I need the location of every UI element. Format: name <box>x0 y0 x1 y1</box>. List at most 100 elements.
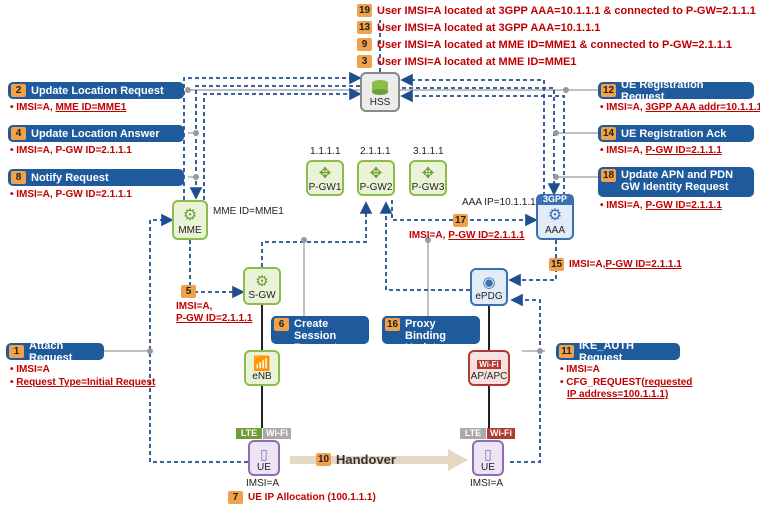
step-number: 14 <box>601 127 616 140</box>
pgw3-node: ✥ P-GW3 <box>409 160 447 196</box>
step-8-notify-request: 8 Notify Request <box>8 169 184 186</box>
step-number: 13 <box>357 21 372 34</box>
step-label: UE Registration Request <box>621 78 704 103</box>
step-11-ike-auth-request: 11 IKE_AUTH Request <box>556 340 680 364</box>
step-number: 15 <box>549 258 564 271</box>
sgw-node: ⚙ S-GW <box>243 267 281 305</box>
step-number: 8 <box>11 171 26 184</box>
ue-right-label: UE <box>481 462 495 473</box>
step-6-create-session-request: 6 Create Session Request <box>271 316 369 354</box>
ue-left-label: UE <box>257 462 271 473</box>
top-message-13: 13 User IMSI=A located at 3GPP AAA=10.1.… <box>357 21 600 34</box>
step-number: 10 <box>316 453 331 466</box>
step-18-update-apn-request: 18 Update APN and PDN GW Identity Reques… <box>598 167 754 197</box>
step-12-detail: • IMSI=A, 3GPP AAA addr=10.1.1.1 <box>600 102 760 113</box>
wifi-tag-right: Wi-Fi <box>487 428 515 439</box>
message-text: User IMSI=A located at 3GPP AAA=10.1.1.1 <box>377 21 601 34</box>
ue-left-node: ▯ UE <box>248 440 280 476</box>
step-number: 11 <box>559 345 574 358</box>
lte-tag-right: LTE <box>460 428 486 439</box>
hss-node: HSS <box>360 72 400 112</box>
mme-label: MME <box>178 225 202 236</box>
step-5-line2: P-GW ID=2.1.1.1 <box>176 313 253 324</box>
step-1-attach-request: 1 Attach Request <box>6 340 104 364</box>
top-message-9: 9 User IMSI=A located at MME ID=MME1 & c… <box>357 38 732 51</box>
step-label: Create Session Request <box>294 318 338 354</box>
step-number: 16 <box>385 318 400 331</box>
ap-node: Wi-Fi AP/APC <box>468 350 510 386</box>
phone-icon: ▯ <box>260 446 268 462</box>
step-12-ue-registration-request: 12 UE Registration Request <box>598 79 754 103</box>
aaa-label: AAA <box>544 225 565 236</box>
epdg-node: ◉ ePDG <box>470 268 508 306</box>
pgw2-label: P-GW2 <box>359 182 393 193</box>
step-15-detail: 15 IMSI=A, P-GW ID=2.1.1.1 <box>549 258 682 271</box>
aaa-ip-label: AAA IP=10.1.1.1 <box>462 197 536 208</box>
step-10-handover: 10 Handover <box>316 452 396 467</box>
router-icon: ✥ <box>421 165 435 182</box>
step-5-line1: IMSI=A, <box>176 301 213 312</box>
step-number: 7 <box>228 491 243 504</box>
step-4-detail: • IMSI=A, P-GW ID=2.1.1.1 <box>10 145 132 156</box>
top-message-3: 3 User IMSI=A located at MME ID=MME1 <box>357 55 576 68</box>
step-number: 1 <box>9 345 24 358</box>
step-number: 4 <box>11 127 26 140</box>
antenna-icon: 📶 <box>253 355 271 371</box>
sgw-label: S-GW <box>248 290 276 301</box>
step-2-update-location-request: 2 Update Location Request <box>8 82 184 99</box>
gear-icon: ⚙ <box>182 207 198 224</box>
step-number: 3 <box>357 55 372 68</box>
step-2-detail: • IMSI=A, MME ID=MME1 <box>10 102 127 113</box>
step-18-detail: • IMSI=A, P-GW ID=2.1.1.1 <box>600 200 722 211</box>
ue-right-node: ▯ UE <box>472 440 504 476</box>
step-label: Notify Request <box>31 171 109 184</box>
step-14-detail: • IMSI=A, P-GW ID=2.1.1.1 <box>600 145 722 156</box>
router-icon: ✥ <box>318 165 332 182</box>
enb-label: eNB <box>252 371 272 382</box>
pgw3-ip-label: 3.1.1.1 <box>413 146 444 157</box>
ap-label: AP/APC <box>470 371 508 382</box>
pgw2-node: ✥ P-GW2 <box>357 160 395 196</box>
step-17-detail: IMSI=A, P-GW ID=2.1.1.1 <box>409 230 525 241</box>
lte-tag-left: LTE <box>236 428 262 439</box>
step-number: 6 <box>274 318 289 331</box>
step-7-label: UE IP Allocation (100.1.1.1) <box>248 492 376 503</box>
step-1-bullet-2: • Request Type=Initial Request <box>10 377 156 388</box>
message-text: User IMSI=A located at MME ID=MME1 & con… <box>377 38 733 51</box>
step-14-ue-registration-ack: 14 UE Registration Ack <box>598 125 754 142</box>
gear-icon: ⚙ <box>255 273 269 290</box>
3gpp-tag: 3GPP <box>536 194 574 205</box>
step-number: 18 <box>601 169 616 182</box>
wifi-tag-left: Wi-Fi <box>263 428 291 439</box>
database-icon <box>372 80 388 95</box>
step-number: 12 <box>601 84 616 97</box>
step-label: Attach Request <box>29 339 73 364</box>
mme-node: ⚙ MME <box>172 200 208 240</box>
pgw1-label: P-GW1 <box>308 182 342 193</box>
pgw1-node: ✥ P-GW1 <box>306 160 344 196</box>
enb-node: 📶 eNB <box>244 350 280 386</box>
epdg-label: ePDG <box>475 291 503 302</box>
step-11-bullet-1: • IMSI=A <box>560 364 600 375</box>
step-1-bullet-1: • IMSI=A <box>10 364 50 375</box>
pgw3-label: P-GW3 <box>411 182 445 193</box>
globe-icon: ◉ <box>482 274 496 291</box>
handover-label: Handover <box>336 452 396 467</box>
step-label: Update Location Request <box>31 84 164 97</box>
handover-arrow <box>290 449 468 471</box>
step-number: 2 <box>11 84 26 97</box>
message-text: User IMSI=A located at 3GPP AAA=10.1.1.1… <box>377 4 756 17</box>
hss-label: HSS <box>369 97 391 108</box>
step-5-number: 5 <box>181 285 196 298</box>
step-number: 19 <box>357 4 372 17</box>
top-message-19: 19 User IMSI=A located at 3GPP AAA=10.1.… <box>357 4 756 17</box>
mme-id-label: MME ID=MME1 <box>213 206 284 217</box>
step-label: Update Location Answer <box>31 127 160 140</box>
router-icon: ✥ <box>369 165 383 182</box>
ue-right-imsi: IMSI=A <box>470 478 504 489</box>
message-text: User IMSI=A located at MME ID=MME1 <box>377 55 577 68</box>
step-11-bullet-2: • CFG_REQUEST(requested <box>560 377 693 388</box>
ue-left-imsi: IMSI=A <box>246 478 280 489</box>
pgw1-ip-label: 1.1.1.1 <box>310 146 341 157</box>
